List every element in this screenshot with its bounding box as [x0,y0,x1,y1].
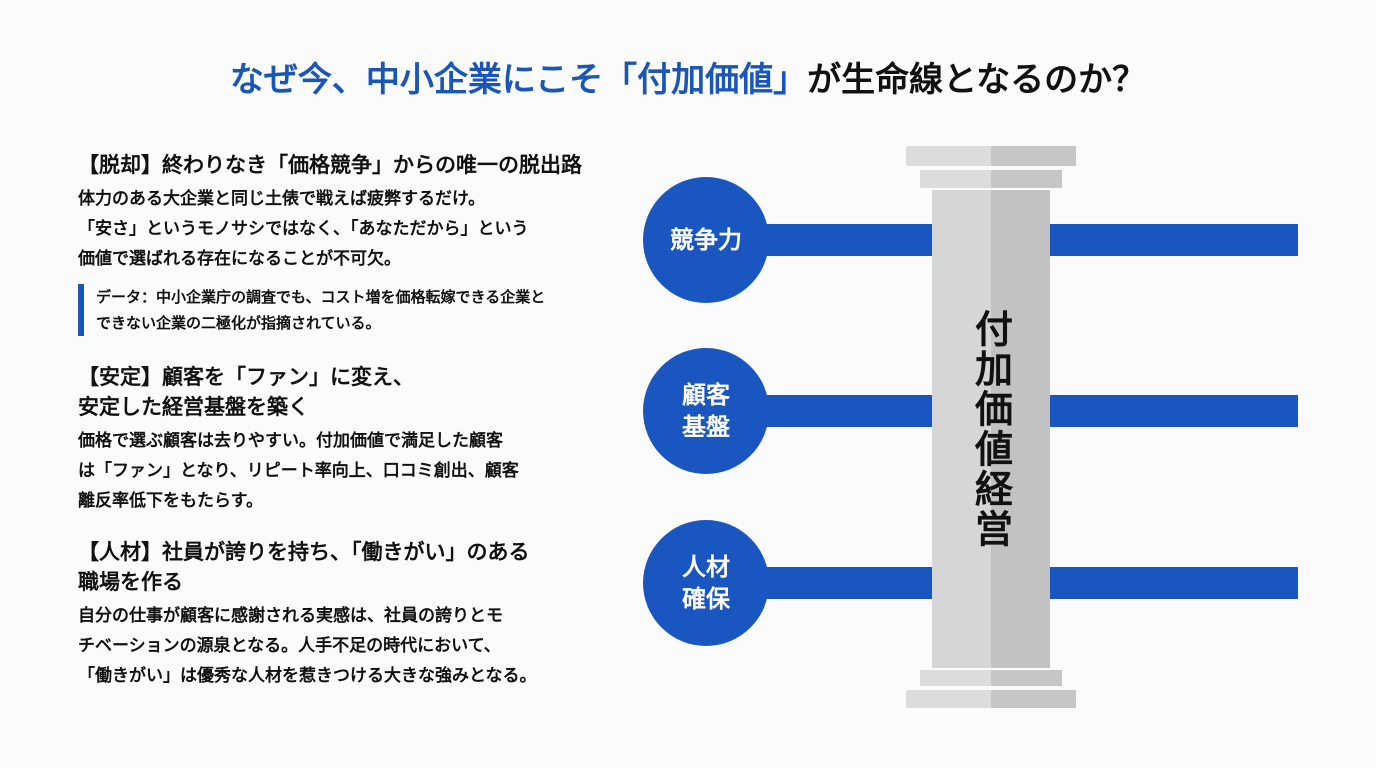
pillar-label: 付加価値経営 [968,309,1013,549]
data-note: データ：中小企業庁の調査でも、コスト増を価格転嫁できる企業と できない企業の二極… [78,284,638,336]
circle-customer-base: 顧客基盤 [643,348,769,474]
pillar-capital [906,146,1076,166]
pillar-shaft [932,190,1050,668]
page-title: なぜ今、中小企業にこそ「付加価値」が生命線となるのか？ [229,60,1147,100]
pillar-base [920,670,1062,686]
section-body: 価格で選ぶ顧客は去りやすい。付加価値で満足した顧客 は「ファン」となり、リピート… [78,431,519,511]
circle-talent: 人材確保 [643,520,769,646]
section-heading: 【脱却】終わりなき「価格競争」からの唯一の脱出路 [78,153,582,177]
section-heading: 【安定】顧客を「ファン」に変え、安定した経営基盤を築く [78,365,414,419]
section-talent: 【人材】社員が誇りを持ち、「働きがい」のある職場を作る 自分の仕事が顧客に感謝さ… [78,537,638,691]
pillar-capital [920,170,1062,188]
pillar-base [906,690,1076,708]
section-body: 体力のある大企業と同じ土俵で戦えば疲弊するだけ。 「安さ」というモノサシではなく… [78,189,529,269]
section-stability: 【安定】顧客を「ファン」に変え、安定した経営基盤を築く 価格で選ぶ顧客は去りやす… [78,362,638,516]
section-body: 自分の仕事が顧客に感謝される実感は、社員の誇りとモ チベーションの源泉となる。人… [78,606,537,686]
section-heading: 【人材】社員が誇りを持ち、「働きがい」のある職場を作る [78,540,530,594]
section-escape: 【脱却】終わりなき「価格競争」からの唯一の脱出路 体力のある大企業と同じ土俵で戦… [78,150,638,336]
circle-competitiveness: 競争力 [643,177,769,303]
